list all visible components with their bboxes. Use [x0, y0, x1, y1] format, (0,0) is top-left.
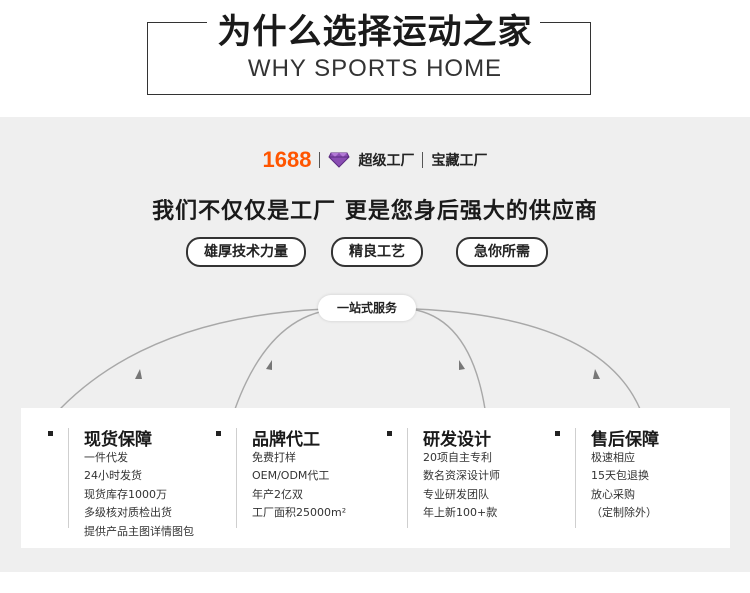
divider: [236, 428, 237, 528]
header-frame: [147, 22, 591, 95]
service-list: 极速相应 15天包退换 放心采购 （定制除外）: [591, 449, 657, 523]
service-title: 售后保障: [591, 430, 659, 450]
divider: [422, 152, 424, 168]
list-item: 24小时发货: [84, 469, 142, 483]
list-item: 15天包退换: [591, 469, 649, 483]
brand-1688-logo: 1688: [262, 147, 312, 172]
service-title: 研发设计: [423, 430, 491, 450]
list-item: 放心采购: [591, 487, 635, 501]
bullet-icon: [387, 431, 392, 436]
treasure-factory-label: 宝藏工厂: [431, 153, 488, 169]
list-item: 多级核对质检出货: [84, 506, 172, 520]
pill-technical-strength: 雄厚技术力量: [186, 237, 306, 267]
bullet-icon: [555, 431, 560, 436]
super-factory-label: 超级工厂: [358, 153, 415, 169]
arrow-icon: [135, 369, 142, 379]
service-title: 现货保障: [84, 430, 152, 450]
header-section: 为什么选择运动之家 WHY SPORTS HOME: [0, 0, 750, 117]
list-item: 年产2亿双: [252, 487, 303, 501]
diamond-icon: [328, 152, 351, 168]
divider: [407, 428, 408, 528]
headline: 我们不仅仅是工厂 更是您身后强大的供应商: [152, 199, 598, 224]
header-frame-line-right: [540, 22, 590, 23]
divider: [319, 152, 321, 168]
list-item: 专业研发团队: [423, 487, 489, 501]
bottom-strip: [0, 572, 750, 593]
arrow-icon: [266, 360, 272, 370]
arrow-icon: [593, 369, 600, 379]
services-panel: 现货保障 一件代发 24小时发货 现货库存1000万 多级核对质检出货 提供产品…: [21, 408, 730, 548]
list-item: OEM/ODM代工: [252, 469, 330, 483]
feature-pills: 雄厚技术力量 精良工艺 急你所需: [0, 237, 750, 267]
divider: [575, 428, 576, 528]
service-title: 品牌代工: [252, 430, 320, 450]
why-us-section: 1688 超级工厂 宝藏工厂 我们不仅仅是工厂 更是您身后强大的供应商 雄厚技术…: [0, 117, 750, 572]
brand-row: 1688 超级工厂 宝藏工厂: [0, 147, 750, 173]
list-item: 提供产品主图详情图包: [84, 524, 194, 538]
service-list: 20项自主专利 数名资深设计师 专业研发团队 年上新100+款: [423, 449, 500, 523]
list-item: 年上新100+款: [423, 506, 498, 520]
pill-urgent-needs: 急你所需: [456, 237, 548, 267]
list-item: （定制除外）: [591, 506, 657, 520]
page-subtitle: WHY SPORTS HOME: [247, 55, 503, 82]
header-frame-line-left: [147, 22, 207, 23]
service-list: 免费打样 OEM/ODM代工 年产2亿双 工厂面积25000m²: [252, 449, 346, 523]
bullet-icon: [48, 431, 53, 436]
one-stop-service-badge: 一站式服务: [318, 295, 416, 321]
list-item: 工厂面积25000m²: [252, 506, 347, 520]
pill-fine-craft: 精良工艺: [331, 237, 423, 267]
list-item: 数名资深设计师: [423, 469, 500, 483]
list-item: 免费打样: [252, 451, 296, 464]
service-list: 一件代发 24小时发货 现货库存1000万 多级核对质检出货 提供产品主图详情图…: [84, 449, 194, 541]
arrow-icon: [459, 360, 465, 370]
connector-arcs: [59, 308, 641, 410]
list-item: 现货库存1000万: [84, 487, 167, 501]
divider: [68, 428, 69, 528]
page-title: 为什么选择运动之家: [217, 12, 533, 52]
list-item: 一件代发: [84, 451, 128, 464]
list-item: 20项自主专利: [423, 451, 492, 464]
bullet-icon: [216, 431, 221, 436]
list-item: 极速相应: [591, 451, 635, 464]
